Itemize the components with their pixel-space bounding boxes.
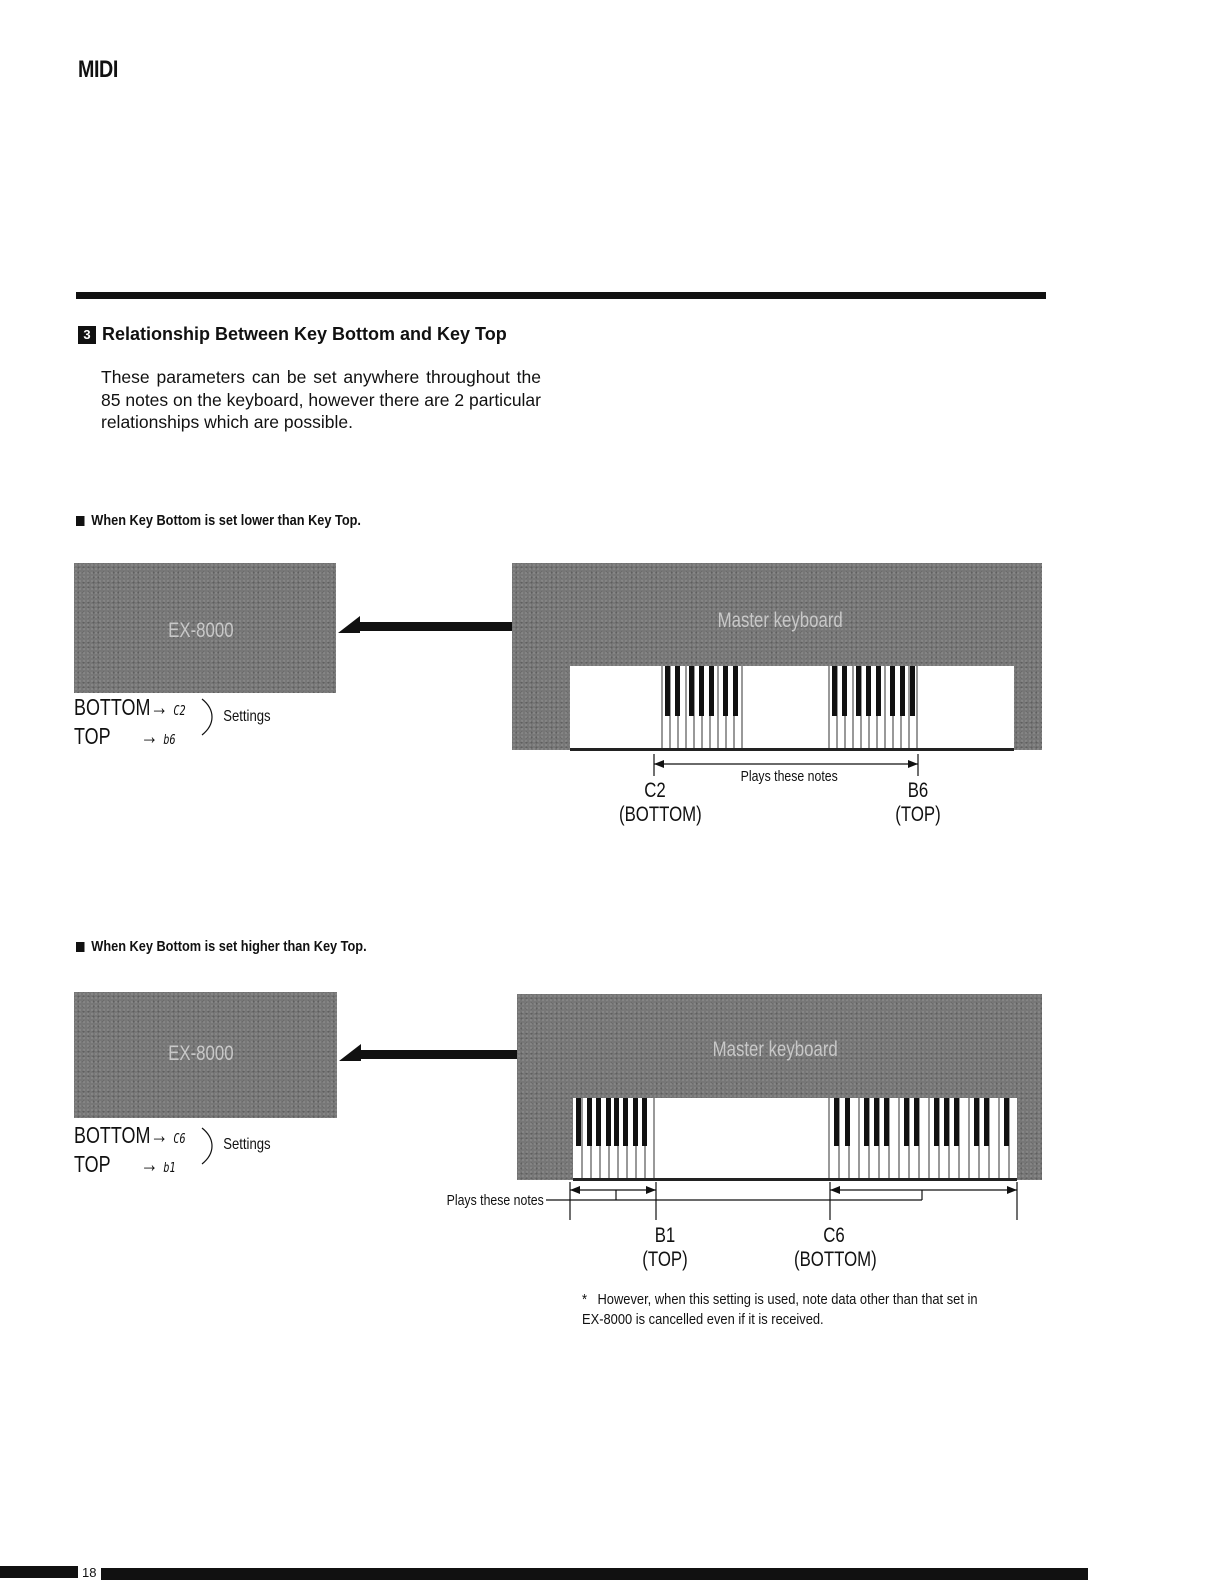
case1-left-note-name: C2 [644, 779, 666, 802]
case1-bottom-value: C2 [173, 704, 186, 719]
case1-left-note: C2 (BOTTOM) [619, 779, 702, 827]
case1-bottom-label: BOTTOM [74, 694, 151, 720]
case2-master-keyboard: Master keyboard [517, 994, 1042, 1181]
section-heading: 3 Relationship Between Key Bottom and Ke… [78, 324, 507, 345]
case1-master-label: Master keyboard [717, 609, 843, 632]
case1-module-label: EX-8000 [168, 619, 234, 642]
case2-right-note-name: C6 [823, 1224, 845, 1247]
case1-module-panel: EX-8000 [74, 563, 336, 693]
case1-right-note-name: B6 [907, 779, 929, 802]
case1-master-keyboard: Master keyboard [512, 563, 1042, 751]
case2-heading-text: When Key Bottom is set higher than Key T… [91, 938, 367, 955]
case2-master-label: Master keyboard [712, 1038, 838, 1061]
case1-settings-label: Settings [223, 708, 271, 725]
section-divider [76, 292, 1046, 299]
case2-range-arrows [546, 1182, 1018, 1220]
case2-midi-arrow [339, 1044, 517, 1061]
case1-right-note-role: (TOP) [895, 803, 941, 826]
intro-paragraph: These parameters can be set anywhere thr… [101, 367, 541, 432]
case2-bottom-row: BOTTOM→ C6 [74, 1122, 186, 1148]
case1-settings: BOTTOM→ C2 TOP → b6 [74, 695, 217, 753]
case1-heading: When Key Bottom is set lower than Key To… [76, 512, 361, 529]
case1-plays-label: Plays these notes [740, 768, 838, 785]
case2-heading: When Key Bottom is set higher than Key T… [76, 938, 367, 955]
case1-top-value: b6 [163, 733, 176, 748]
case2-left-note-role: (TOP) [642, 1248, 688, 1271]
case2-highlighted-keys [576, 1098, 1010, 1178]
bullet-icon [76, 941, 85, 952]
case1-left-note-role: (BOTTOM) [619, 803, 702, 826]
section-number-badge: 3 [78, 325, 96, 344]
case2-right-note: C6 (BOTTOM) [794, 1224, 877, 1272]
bullet-icon [76, 515, 85, 526]
case1-range-arrow [653, 754, 919, 776]
footnote: *However, when this setting is used, not… [582, 1290, 986, 1330]
case2-top-label: TOP [74, 1151, 111, 1177]
footer-bar-right [101, 1568, 1088, 1580]
case2-settings-brace [201, 1127, 213, 1165]
case1-top-row: TOP → b6 [74, 723, 176, 749]
footnote-text: However, when this setting is used, note… [582, 1291, 978, 1328]
case2-plays-label: Plays these notes [446, 1192, 544, 1209]
case2-settings: BOTTOM→ C6 TOP → b1 [74, 1123, 217, 1181]
case2-top-value: b1 [163, 1161, 176, 1176]
footer-bar-left [0, 1566, 78, 1578]
case2-left-note: B1 (TOP) [633, 1224, 697, 1272]
case2-module-panel: EX-8000 [74, 992, 337, 1118]
case1-bottom-row: BOTTOM→ C2 [74, 694, 186, 720]
footnote-marker: * [582, 1291, 588, 1308]
case1-midi-arrow [338, 616, 514, 633]
case1-top-label: TOP [74, 723, 111, 749]
section-title: Relationship Between Key Bottom and Key … [102, 324, 507, 344]
case1-highlighted-keys [661, 666, 918, 748]
page-header: MIDI [78, 56, 118, 83]
case2-module-label: EX-8000 [168, 1042, 234, 1065]
case2-left-note-name: B1 [654, 1224, 676, 1247]
case2-settings-label: Settings [223, 1136, 271, 1153]
case2-top-row: TOP → b1 [74, 1151, 176, 1177]
case2-bottom-label: BOTTOM [74, 1122, 151, 1148]
case2-right-note-role: (BOTTOM) [794, 1248, 877, 1271]
case1-key-bed [570, 666, 1014, 751]
case1-right-note: B6 (TOP) [886, 779, 950, 827]
case2-bottom-value: C6 [173, 1132, 186, 1147]
case1-heading-text: When Key Bottom is set lower than Key To… [91, 512, 361, 529]
case1-settings-brace [201, 698, 213, 736]
page-number: 18 [82, 1565, 97, 1580]
